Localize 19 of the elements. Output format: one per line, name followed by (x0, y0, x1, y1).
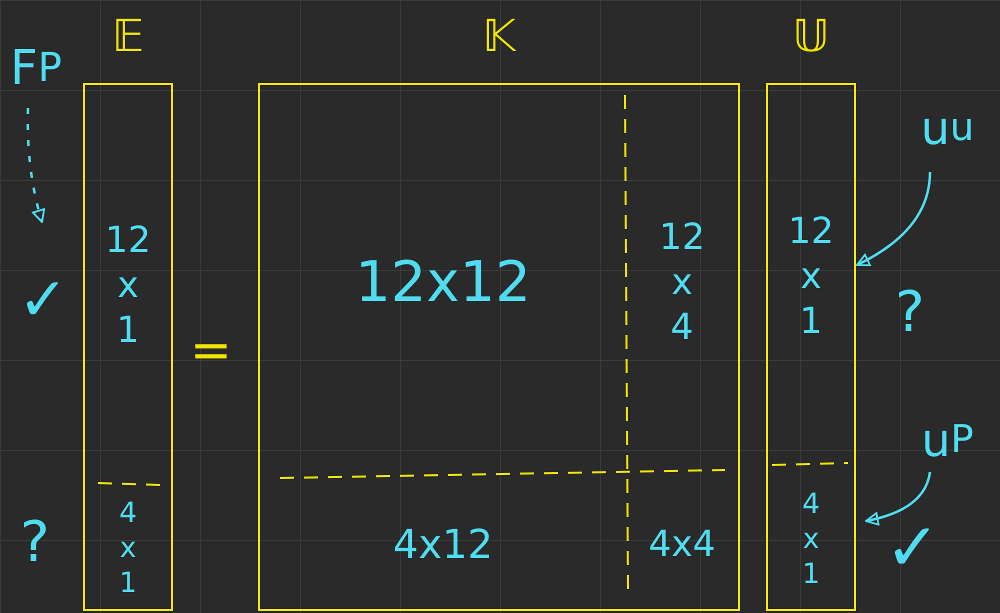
arrow (856, 172, 932, 266)
matrix-symbol: 𝔼 (110, 11, 146, 62)
block-size: 12 x 4 (626, 85, 738, 480)
check-mark: ✓ (18, 270, 68, 330)
arrow (865, 472, 932, 526)
check-mark: ✓ (885, 515, 940, 581)
block-size: 4 x 1 (768, 467, 854, 609)
matrix-symbol: 𝕂 (481, 11, 518, 62)
block-size: 4x12 (260, 480, 626, 609)
block-size: 4x4 (626, 480, 738, 609)
question-mark: ? (895, 285, 925, 341)
block-size: 12x12 (260, 85, 626, 480)
block-size: 12 x 1 (768, 85, 854, 467)
matrix-symbol: 𝕌 (792, 11, 830, 62)
block-size: 12 x 1 (85, 85, 171, 485)
arrow (26, 108, 46, 223)
block-size: 4 x 1 (85, 485, 171, 609)
equals-sign: = (190, 325, 232, 375)
question-mark: ? (20, 515, 50, 571)
